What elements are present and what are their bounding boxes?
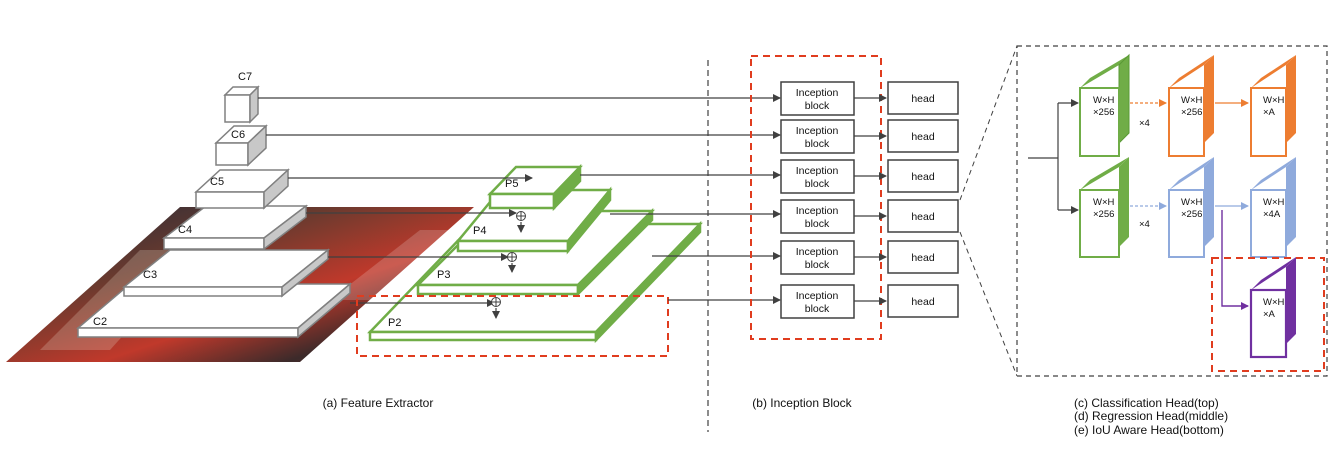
label-p3: P3 — [437, 269, 450, 281]
caption-e: (e) IoU Aware Head(bottom) — [1074, 423, 1224, 437]
label-p2: P2 — [388, 317, 401, 329]
level-c7: C7 — [223, 71, 260, 124]
svg-text:W×H: W×H — [1263, 95, 1285, 106]
plus-icon — [516, 211, 526, 221]
label-c4: C4 — [178, 224, 192, 236]
svg-text:×A: ×A — [1263, 107, 1276, 118]
inception-block: Inception block — [780, 284, 855, 319]
level-c3: C3 — [121, 248, 331, 298]
caption-d: (d) Regression Head(middle) — [1074, 409, 1228, 423]
svg-text:block: block — [805, 259, 830, 271]
label-c7: C7 — [238, 71, 252, 83]
label-p4: P4 — [473, 225, 486, 237]
head-box: head — [887, 240, 959, 274]
head-box: head — [887, 199, 959, 233]
svg-text:Inception: Inception — [796, 290, 839, 302]
feature-extractor: C2 C3 C4 C5 C6 — [6, 71, 703, 410]
svg-text:block: block — [805, 303, 830, 315]
svg-text:×256: ×256 — [1181, 107, 1202, 118]
svg-text:W×H: W×H — [1093, 95, 1115, 106]
level-c4: C4 — [161, 204, 309, 251]
p2-highlight-box — [356, 295, 669, 357]
svg-text:Inception: Inception — [796, 246, 839, 258]
label-c5: C5 — [210, 176, 224, 188]
inception-block: Inception block — [780, 199, 855, 234]
caption-c: (c) Classification Head(top) — [1074, 396, 1219, 410]
cls-feature-map-green: W×H ×256 — [1079, 53, 1130, 157]
repeat-x4: ×4 — [1139, 219, 1150, 230]
svg-text:×A: ×A — [1263, 309, 1276, 320]
head-box: head — [887, 284, 959, 318]
caption-a: (a) Feature Extractor — [323, 396, 434, 410]
reg-feature-map-blue: W×H ×256 — [1168, 157, 1214, 258]
head-detail-panel: W×H ×256 ×4 W×H ×256 W×H ×A W×H ×256 — [1016, 45, 1328, 437]
svg-text:×256: ×256 — [1093, 107, 1114, 118]
head-box: head — [887, 159, 959, 193]
svg-text:W×H: W×H — [1093, 197, 1115, 208]
inception-block: Inception block — [780, 119, 855, 154]
iou-output-map: W×H ×A — [1249, 257, 1296, 359]
plus-icon — [507, 252, 517, 262]
level-c5: C5 — [194, 168, 290, 210]
plus-icon — [491, 297, 501, 307]
svg-text:head: head — [911, 171, 935, 183]
svg-text:block: block — [805, 218, 830, 230]
inception-block: Inception block — [780, 240, 855, 275]
cls-output-map: W×H ×A — [1250, 55, 1296, 157]
svg-text:W×H: W×H — [1263, 297, 1285, 308]
svg-text:×256: ×256 — [1181, 209, 1202, 220]
svg-text:×4A: ×4A — [1263, 209, 1281, 220]
label-c3: C3 — [143, 269, 157, 281]
repeat-x4: ×4 — [1139, 118, 1150, 129]
svg-text:W×H: W×H — [1181, 95, 1203, 106]
inception-block: Inception block — [780, 159, 855, 194]
level-p5: P5 — [487, 163, 583, 212]
head-box: head — [887, 81, 959, 115]
inception-to-head-arrows — [854, 94, 887, 305]
inception-block: Inception block — [780, 81, 855, 116]
reg-feature-map-green: W×H ×256 — [1079, 157, 1129, 258]
head-input-trunk — [1028, 99, 1079, 214]
zoom-lines — [959, 45, 1018, 377]
lateral-connections — [288, 174, 533, 319]
svg-text:Inception: Inception — [796, 125, 839, 137]
label-c6: C6 — [231, 129, 245, 141]
inception-highlight-box — [750, 55, 882, 340]
label-p5: P5 — [505, 178, 518, 190]
head-box: head — [887, 119, 959, 153]
cls-feature-map-orange: W×H ×256 — [1168, 55, 1214, 157]
svg-text:W×H: W×H — [1181, 197, 1203, 208]
label-c2: C2 — [93, 316, 107, 328]
svg-text:block: block — [805, 100, 830, 112]
svg-text:head: head — [911, 93, 935, 105]
svg-text:block: block — [805, 138, 830, 150]
caption-b: (b) Inception Block — [752, 396, 852, 410]
svg-text:head: head — [911, 296, 935, 308]
level-to-inception-arrows — [258, 94, 781, 304]
head-detail-frame — [1016, 45, 1328, 377]
svg-text:Inception: Inception — [796, 87, 839, 99]
iou-highlight-box — [1211, 257, 1325, 372]
svg-text:head: head — [911, 131, 935, 143]
svg-text:×256: ×256 — [1093, 209, 1114, 220]
level-c6: C6 — [214, 124, 268, 167]
svg-text:head: head — [911, 252, 935, 264]
svg-text:W×H: W×H — [1263, 197, 1285, 208]
svg-text:head: head — [911, 211, 935, 223]
svg-text:block: block — [805, 178, 830, 190]
svg-text:Inception: Inception — [796, 205, 839, 217]
reg-output-map: W×H ×4A — [1250, 157, 1296, 258]
svg-text:Inception: Inception — [796, 165, 839, 177]
inception-section: Inception block Inception block Inceptio… — [750, 55, 959, 410]
